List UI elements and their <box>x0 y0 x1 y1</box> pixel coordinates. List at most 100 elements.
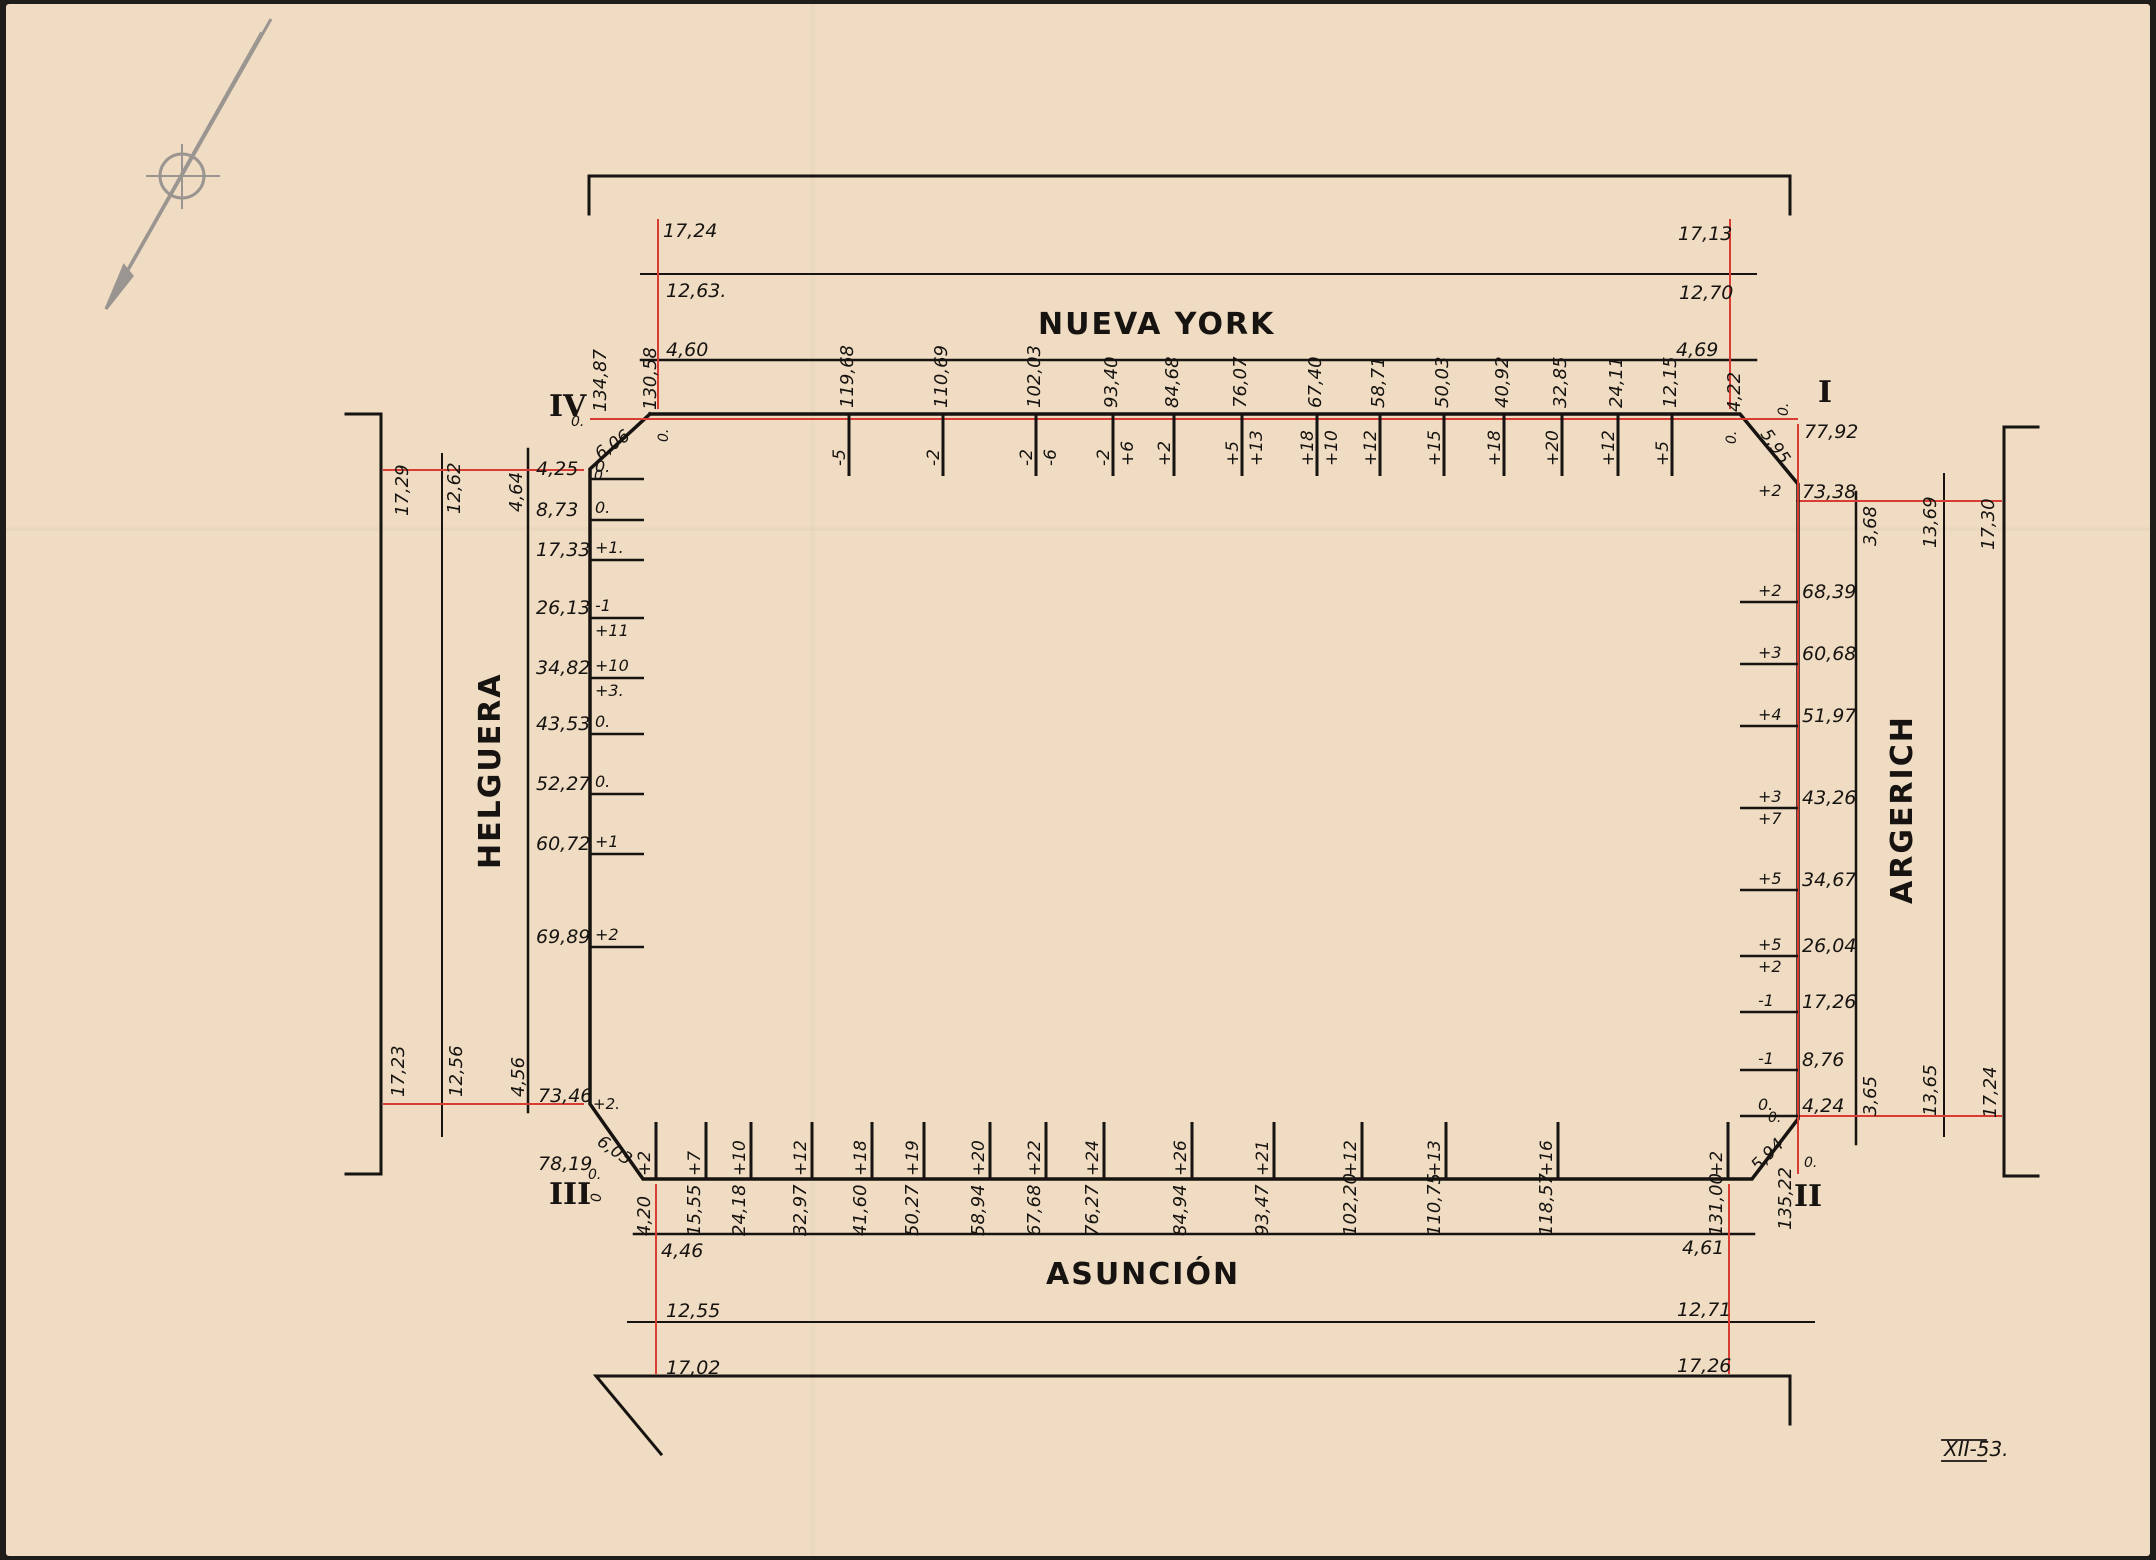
south-station-level: +18 <box>851 1140 871 1176</box>
east-station-level: -1 <box>1758 991 1774 1010</box>
north-left-value-2: 12,63. <box>666 280 726 302</box>
east-station-level: -1 <box>1758 1049 1774 1068</box>
west-station-level: 0. <box>595 772 610 791</box>
west-top-value-3: 4,64 <box>506 472 527 512</box>
north-left-value-1: 17,24 <box>663 220 717 242</box>
corner-label-I: I <box>1818 375 1832 410</box>
north-station-level-2: +10 <box>1322 430 1342 466</box>
north-station-distance: 67,40 <box>1305 356 1326 408</box>
south-side-stations: 4,20+215,55+724,18+1032,97+1241,60+1850,… <box>634 1122 1730 1236</box>
south-station-distance: 58,94 <box>968 1184 989 1236</box>
west-station-level: 0. <box>595 712 610 731</box>
street-label-east: ARGERICH <box>1885 715 1920 904</box>
corner-ii-value-1: 135,22 <box>1775 1167 1796 1230</box>
south-station-level: +24 <box>1083 1140 1103 1176</box>
south-station-distance: 110,75 <box>1424 1173 1445 1236</box>
south-station-distance: 50,27 <box>902 1184 923 1236</box>
north-station-level: +18 <box>1298 430 1318 466</box>
east-station-level-2: +7 <box>1758 809 1782 828</box>
corner-iv-value-3: 130,58 <box>640 347 661 410</box>
south-station-level: +16 <box>1537 1140 1557 1176</box>
east-station-distance: 26,04 <box>1802 935 1856 957</box>
south-station-level: +22 <box>1025 1140 1045 1176</box>
corner-label-II: II <box>1794 1179 1822 1214</box>
east-station-level: +4 <box>1758 705 1782 724</box>
south-sidewalk-lines <box>592 1184 1815 1457</box>
corner-iii-value-6: 0 <box>589 1193 605 1202</box>
south-station-level: +13 <box>1425 1140 1445 1176</box>
corner-iii-value-2: +2. <box>593 1095 620 1113</box>
corner-ii-value-3: 0. <box>1804 1155 1817 1171</box>
plan-sheet: 17,24 12,63. 4,60 17,13 12,70 4,69 NUEVA… <box>6 4 2150 1556</box>
east-bottom-value-1: 3,65 <box>1860 1076 1881 1116</box>
north-station-distance: 58,71 <box>1368 356 1389 408</box>
west-station-level: +1. <box>595 538 624 557</box>
north-station-distance: 119,68 <box>837 345 858 408</box>
south-station-distance: 32,97 <box>790 1184 811 1236</box>
street-label-west: HELGUERA <box>473 672 508 869</box>
north-station-distance: 102,03 <box>1024 345 1045 408</box>
east-station-level-2: +2 <box>1758 957 1782 976</box>
north-station-level-2: +6 <box>1118 441 1138 466</box>
south-station-distance: 24,18 <box>729 1184 750 1236</box>
south-station-distance: 93,47 <box>1252 1184 1273 1236</box>
west-station-distance: 52,27 <box>536 773 590 795</box>
south-station-level: +10 <box>730 1140 750 1176</box>
north-station-level: -2 <box>1017 449 1037 466</box>
east-bottom-value-3: 17,24 <box>1980 1066 2001 1118</box>
north-station-distance: 50,03 <box>1432 356 1453 408</box>
east-station-distance: 73,38 <box>1802 481 1856 503</box>
corner-iv-value-5: 6,06 <box>591 426 634 464</box>
south-station-level: +26 <box>1171 1140 1191 1176</box>
south-station-level: +2 <box>1707 1151 1727 1176</box>
west-station-distance: 43,53 <box>536 713 590 735</box>
west-station-level: 0. <box>595 498 610 517</box>
corner-ii-value-4: 0. <box>1768 1110 1781 1126</box>
north-station-level: +12 <box>1599 430 1619 466</box>
west-station-distance: 34,82 <box>536 657 590 679</box>
corner-iii-value-3: 78,19 <box>538 1153 592 1175</box>
south-station-level: +19 <box>903 1140 923 1176</box>
north-station-level: -2 <box>924 449 944 466</box>
south-left-value-3: 17,02 <box>666 1357 720 1379</box>
north-sidewalk-lines <box>587 174 1792 409</box>
west-station-level: 0. <box>595 457 610 476</box>
corner-label-IV: IV <box>549 389 587 424</box>
north-right-value-2: 12,70 <box>1679 282 1733 304</box>
north-station-distance: 12,15 <box>1660 356 1681 408</box>
corner-iv-value-6: 0. <box>594 468 607 484</box>
block-outline <box>588 411 1800 1181</box>
west-station-distance: 4,25 <box>536 458 578 480</box>
block-survey-diagram: 17,24 12,63. 4,60 17,13 12,70 4,69 NUEVA… <box>104 18 2040 1462</box>
south-station-distance: 41,60 <box>850 1184 871 1236</box>
north-station-level: -5 <box>830 449 850 466</box>
north-side-stations: 119,68-5110,69-2102,03-2-693,40-2+684,68… <box>830 345 1681 476</box>
north-right-value-1: 17,13 <box>1678 223 1732 245</box>
corner-iii-value-1: 73,46 <box>538 1085 592 1107</box>
east-side-stations: 73,38+268,39+260,68+351,97+443,26+3+734,… <box>1740 481 1856 1118</box>
north-station-distance: 93,40 <box>1101 356 1122 408</box>
east-top-value-2: 13,69 <box>1920 496 1941 548</box>
east-station-level: +3 <box>1758 643 1782 662</box>
south-station-distance: 15,55 <box>684 1184 705 1236</box>
east-station-distance: 17,26 <box>1802 991 1856 1013</box>
east-station-level: +2 <box>1758 481 1782 500</box>
north-station-level: +12 <box>1361 430 1381 466</box>
corner-label-III: III <box>549 1177 591 1212</box>
north-station-level: +18 <box>1485 430 1505 466</box>
south-station-distance: 67,68 <box>1024 1184 1045 1236</box>
west-top-value-2: 12,62 <box>444 462 465 514</box>
corner-iv-value-2: 134,87 <box>590 348 611 412</box>
corner-i-value-4: 5,95 <box>1756 425 1794 467</box>
east-top-value-1: 3,68 <box>1860 506 1881 546</box>
north-station-level: +5 <box>1223 441 1243 466</box>
south-station-level: +7 <box>685 1151 705 1176</box>
east-sidewalk-lines <box>1796 425 2040 1178</box>
south-left-value-2: 12,55 <box>666 1300 720 1322</box>
sheet-mark: XII-53. <box>1943 1437 2009 1461</box>
corner-iv-value-4: 0. <box>656 429 672 442</box>
north-arrow-icon <box>104 18 273 310</box>
north-station-distance: 24,11 <box>1606 356 1627 408</box>
north-station-distance: 110,69 <box>931 345 952 408</box>
